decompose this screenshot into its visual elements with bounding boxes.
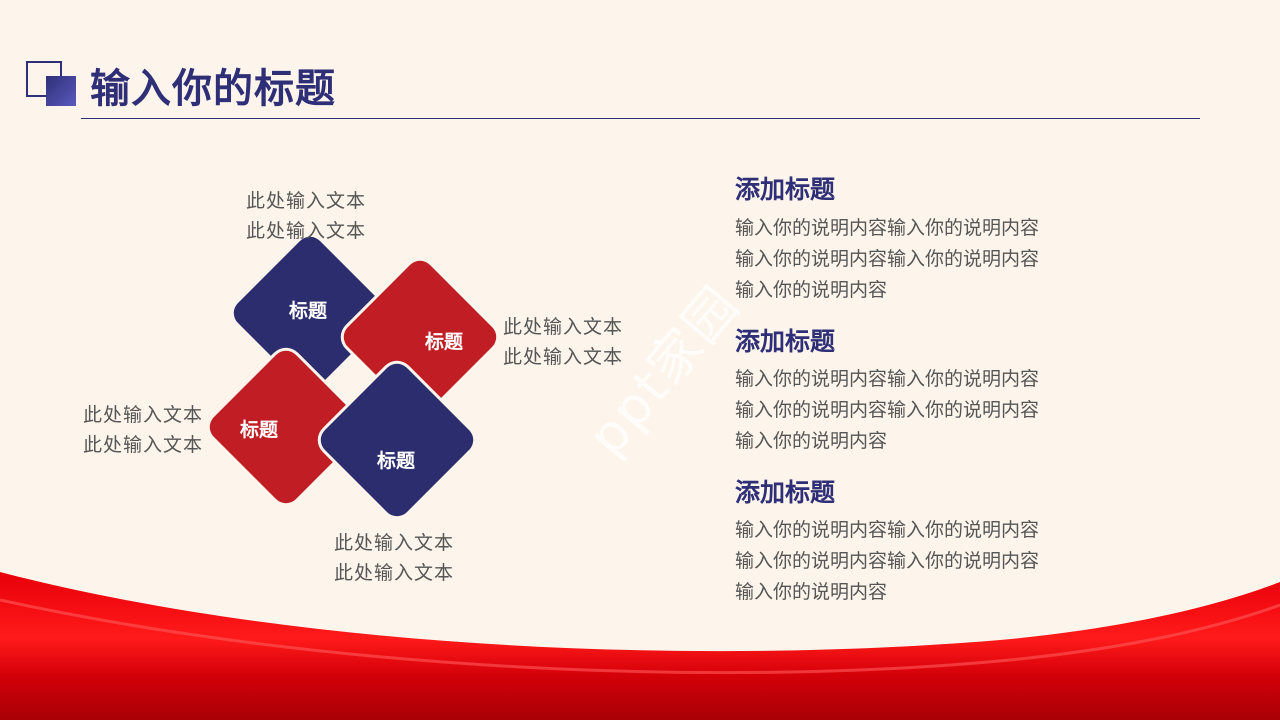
section-line: 输入你的说明内容输入你的说明内容 bbox=[735, 368, 1040, 390]
caption-bottom: 此处输入文本 此处输入文本 bbox=[334, 528, 454, 588]
caption-line: 此处输入文本 bbox=[503, 316, 624, 338]
caption-line: 此处输入文本 bbox=[334, 532, 455, 554]
diagram-tile-left-label: 标题 bbox=[240, 419, 279, 441]
section-line: 输入你的说明内容 bbox=[735, 279, 888, 301]
caption-right: 此处输入文本 此处输入文本 bbox=[503, 312, 623, 372]
caption-line: 此处输入文本 bbox=[83, 404, 204, 426]
caption-line: 此处输入文本 bbox=[246, 220, 367, 242]
section-3-title: 添加标题 bbox=[735, 478, 836, 507]
diagram-tile-bottom-label: 标题 bbox=[377, 450, 416, 472]
title-divider bbox=[81, 118, 1200, 119]
section-line: 输入你的说明内容 bbox=[735, 581, 888, 603]
section-line: 输入你的说明内容 bbox=[735, 430, 888, 452]
section-line: 输入你的说明内容输入你的说明内容 bbox=[735, 399, 1040, 421]
section-2-title: 添加标题 bbox=[735, 327, 836, 356]
caption-line: 此处输入文本 bbox=[246, 190, 367, 212]
section-1-body: 输入你的说明内容输入你的说明内容 输入你的说明内容输入你的说明内容 输入你的说明… bbox=[735, 213, 1080, 306]
section-line: 输入你的说明内容输入你的说明内容 bbox=[735, 519, 1040, 541]
title-logo-square bbox=[46, 76, 76, 106]
caption-line: 此处输入文本 bbox=[83, 434, 204, 456]
section-line: 输入你的说明内容输入你的说明内容 bbox=[735, 248, 1040, 270]
section-1-title: 添加标题 bbox=[735, 175, 836, 204]
caption-line: 此处输入文本 bbox=[334, 562, 455, 584]
diagram-tile-right-label: 标题 bbox=[425, 331, 464, 353]
section-line: 输入你的说明内容输入你的说明内容 bbox=[735, 217, 1040, 239]
caption-left: 此处输入文本 此处输入文本 bbox=[83, 400, 203, 460]
diagram-tile-top-label: 标题 bbox=[289, 300, 328, 322]
section-3-body: 输入你的说明内容输入你的说明内容 输入你的说明内容输入你的说明内容 输入你的说明… bbox=[735, 515, 1080, 608]
caption-top: 此处输入文本 此处输入文本 bbox=[246, 186, 366, 246]
section-2-body: 输入你的说明内容输入你的说明内容 输入你的说明内容输入你的说明内容 输入你的说明… bbox=[735, 364, 1080, 457]
caption-line: 此处输入文本 bbox=[503, 346, 624, 368]
section-line: 输入你的说明内容输入你的说明内容 bbox=[735, 550, 1040, 572]
page-title: 输入你的标题 bbox=[90, 65, 336, 112]
